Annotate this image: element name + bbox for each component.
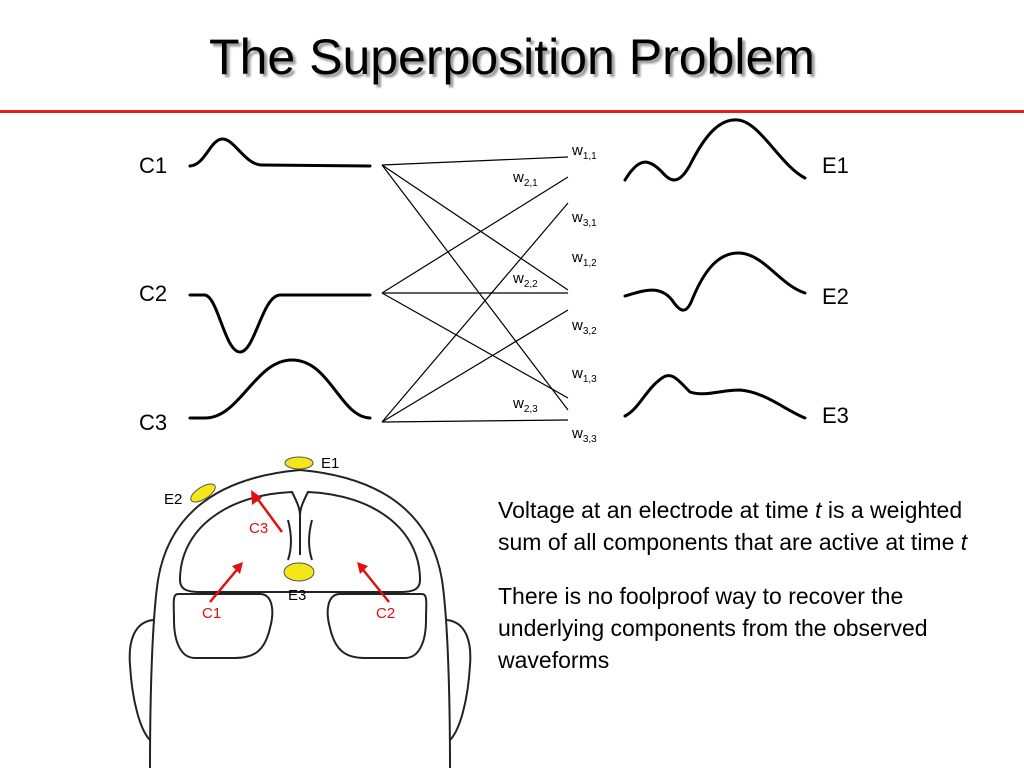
component-label-c1: C1 — [139, 153, 167, 178]
right-temporal-lobe — [326, 593, 428, 659]
mix-line-1-3 — [381, 164, 569, 411]
explanation-paragraph-2: There is no foolproof way to recover the… — [498, 583, 928, 673]
weight-label-2-3: w2,3 — [512, 395, 538, 415]
head-diagram — [128, 468, 472, 768]
mix-line-2-3 — [381, 292, 569, 399]
title-divider — [0, 110, 1024, 113]
head-outline — [149, 468, 451, 768]
component-waveform-c1 — [188, 137, 372, 168]
head-electrode-label-e1: E1 — [321, 455, 339, 472]
electrode-label-e3: E3 — [822, 403, 849, 428]
electrode-e2-marker — [190, 483, 216, 503]
source-arrow-c2 — [357, 562, 390, 603]
source-arrow-c1 — [209, 562, 243, 603]
component-waveform-c3 — [188, 358, 372, 420]
source-label-c3: C3 — [249, 520, 268, 537]
component-label-c2: C2 — [139, 281, 167, 306]
source-label-c2: C2 — [376, 605, 395, 622]
weight-label-2-1: w2,1 — [512, 169, 538, 189]
midline-fissure — [287, 515, 313, 561]
source-label-c1: C1 — [202, 605, 221, 622]
explanation-paragraph-1: Voltage at an electrode at time t is a w… — [498, 497, 968, 555]
mix-line-2-1 — [381, 176, 569, 294]
component-waveform-c2 — [188, 293, 372, 354]
left-ear — [128, 619, 154, 741]
weight-label-3-3: w3,3 — [571, 425, 597, 445]
right-ear — [446, 619, 472, 741]
weight-label-1-3: w1,3 — [571, 365, 597, 385]
weight-label-3-2: w3,2 — [571, 317, 597, 337]
weight-label-1-2: w1,2 — [571, 249, 597, 269]
explanation-text: Voltage at an electrode at time t is a w… — [498, 494, 1008, 698]
mix-line-1-1 — [381, 156, 569, 166]
left-temporal-lobe — [172, 593, 274, 659]
mix-line-3-3 — [381, 419, 569, 423]
slide-title: The Superposition Problem — [209, 29, 815, 85]
electrode-waveform-e1 — [623, 118, 807, 182]
electrode-e1-marker — [284, 456, 314, 470]
weight-label-1-1: w1,1 — [571, 142, 597, 162]
electrode-waveform-e2 — [623, 251, 807, 312]
source-arrow-c3 — [251, 490, 284, 533]
head-electrode-label-e2: E2 — [164, 491, 182, 508]
weight-label-2-2: w2,2 — [512, 270, 538, 290]
head-electrode-label-e3: E3 — [288, 587, 306, 604]
mix-line-1-2 — [381, 164, 569, 291]
electrode-e3-marker — [283, 562, 315, 582]
component-label-c3: C3 — [139, 410, 167, 435]
electrode-label-e2: E2 — [822, 284, 849, 309]
weight-label-3-1: w3,1 — [571, 209, 597, 229]
electrode-label-e1: E1 — [822, 153, 849, 178]
mixing-lines — [381, 156, 569, 423]
mix-line-3-2 — [381, 309, 569, 423]
mix-line-3-1 — [381, 202, 569, 423]
electrode-waveform-e3 — [623, 374, 807, 420]
